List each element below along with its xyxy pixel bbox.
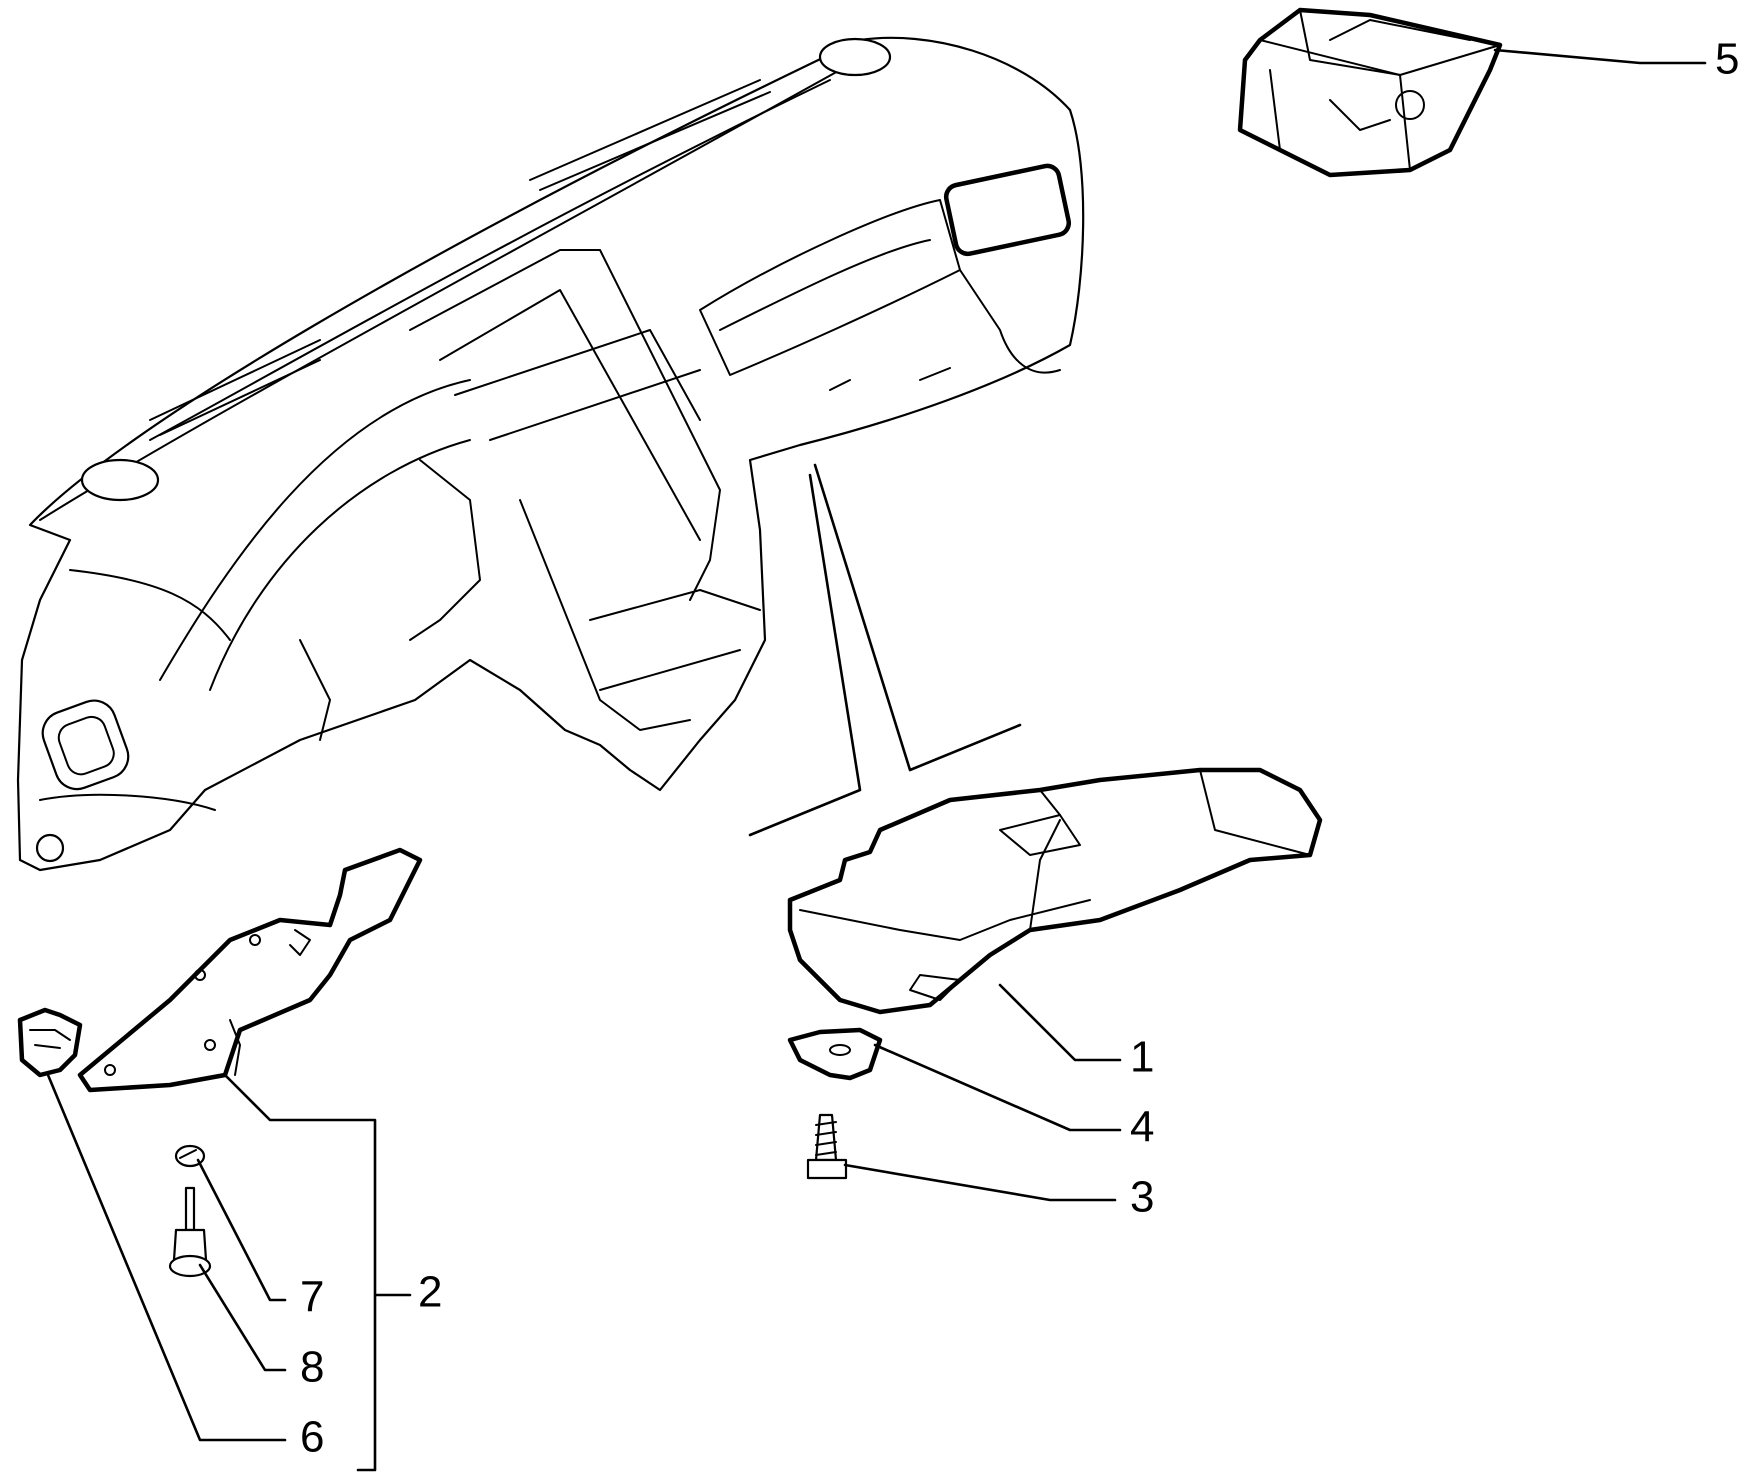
callout-5: 5: [1715, 35, 1739, 84]
retaining-washer: [174, 1144, 206, 1168]
leader-8: [198, 1263, 287, 1372]
dashboard-assembly: [16, 36, 1085, 872]
leader-5: [1493, 48, 1707, 65]
screw: [806, 1113, 848, 1180]
callout-6: 6: [300, 1413, 324, 1462]
installation-guide-left: [748, 473, 862, 837]
callout-2: 2: [418, 1268, 442, 1317]
leader-7: [196, 1158, 287, 1302]
callout-4: 4: [1130, 1103, 1154, 1152]
callout-7: 7: [300, 1273, 324, 1322]
glovebox-lower-panel: [787, 767, 1323, 1015]
clip: [17, 1007, 83, 1078]
leader-4: [873, 1043, 1122, 1132]
side-air-vent: [943, 163, 1072, 257]
switch-hole: [35, 833, 65, 863]
bracket-box: [1237, 7, 1503, 178]
leader-2-bracket: [223, 1073, 412, 1472]
left-air-vent: [41, 699, 130, 791]
leader-1: [998, 983, 1122, 1062]
leader-lines: [46, 48, 1707, 1472]
defroster-vent-left: [80, 458, 160, 502]
installation-guide-right: [813, 463, 1022, 772]
fastener-pin: [168, 1186, 212, 1278]
callout-1: 1: [1130, 1033, 1154, 1082]
callout-8: 8: [300, 1343, 324, 1392]
callout-3: 3: [1130, 1173, 1154, 1222]
callout-labels: 5 1 2 4 3 2 7 8 6: [300, 35, 1739, 1462]
defroster-vent-right: [818, 37, 892, 77]
dashboard-outline: [16, 36, 1085, 872]
leader-3: [843, 1163, 1117, 1202]
clip-nut: [787, 1027, 883, 1081]
leader-6: [46, 1073, 287, 1442]
driver-lower-panel: [77, 847, 423, 1093]
